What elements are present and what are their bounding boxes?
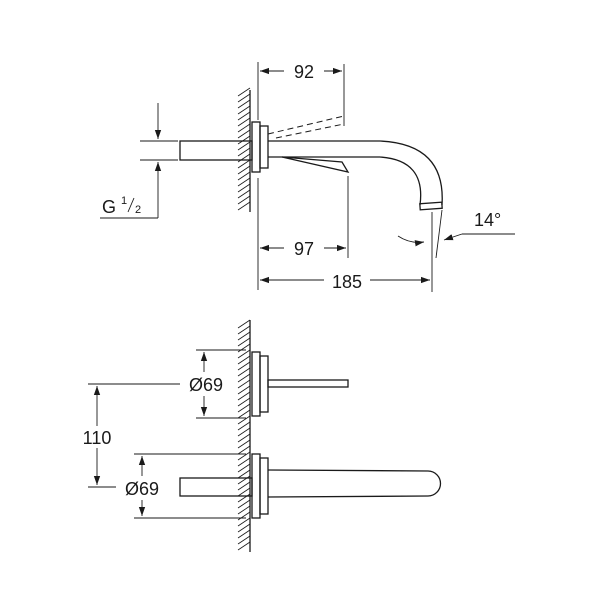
dimension-angle: 14°	[397, 209, 515, 259]
dimension-diameter-top: Ø69	[180, 349, 246, 419]
wall-hatch-line	[237, 117, 251, 127]
wall-hatch-line	[237, 463, 251, 473]
wall-hatch-line	[237, 457, 251, 467]
dim-diameter-bottom-label: Ø69	[125, 479, 159, 499]
rosette-side	[251, 121, 269, 173]
wall-hatch-line	[237, 397, 251, 407]
wall-hatch-line	[237, 409, 251, 419]
dim-diameter-top-label: Ø69	[189, 375, 223, 395]
wall-hatch-line	[237, 475, 251, 485]
rosette-spout	[179, 453, 442, 519]
wall-section-bottom	[237, 319, 251, 552]
wall-hatch-line	[237, 105, 251, 115]
wall-hatch-line	[237, 123, 251, 133]
spout-side	[268, 140, 443, 211]
wall-hatch-line	[237, 499, 251, 509]
thread-dimension: G 1 2	[100, 103, 178, 219]
thread-numerator: 1	[121, 195, 127, 207]
dim-97-label: 97	[294, 239, 314, 259]
wall-hatch-line	[237, 511, 251, 521]
wall-hatch-line	[237, 165, 251, 175]
wall-hatch-line	[237, 331, 251, 341]
wall-hatch-line	[237, 183, 251, 193]
wall-hatch-line	[237, 451, 251, 461]
wall-hatch-line	[237, 319, 251, 329]
wall-hatch-line	[237, 445, 251, 455]
wall-hatch-line	[237, 343, 251, 353]
dim-92-label: 92	[294, 62, 314, 82]
side-view: 92 G 1 2 97 185	[100, 60, 515, 292]
wall-hatch-line	[237, 93, 251, 103]
wall-hatch-line	[237, 153, 251, 163]
dimension-97: 97	[257, 176, 349, 290]
angle-label: 14°	[474, 210, 501, 230]
wall-hatch-line	[237, 439, 251, 449]
wall-hatch-line	[237, 99, 251, 109]
wall-hatch-line	[237, 493, 251, 503]
wall-hatch-line	[237, 487, 251, 497]
wall-hatch-line	[237, 505, 251, 515]
wall-hatch-line	[237, 171, 251, 181]
wall-hatch-line	[237, 135, 251, 145]
rosette-lever	[251, 351, 349, 417]
dimension-92: 92	[257, 60, 342, 120]
wall-hatch-line	[237, 177, 251, 187]
concealed-body	[179, 140, 253, 161]
thread-denominator: 2	[135, 204, 141, 216]
wall-section-top	[237, 87, 251, 212]
wall-hatch-line	[237, 517, 251, 527]
wall-hatch-line	[237, 87, 251, 97]
dim-185-label: 185	[332, 272, 362, 292]
wall-hatch-line	[237, 523, 251, 533]
dimension-diameter-bottom: Ø69	[116, 453, 246, 519]
front-view: Ø69 110 Ø69	[70, 319, 442, 552]
wall-hatch-line	[237, 189, 251, 199]
wall-hatch-line	[237, 469, 251, 479]
thread-label: G	[102, 197, 116, 217]
wall-hatch-line	[237, 361, 251, 371]
wall-hatch-line	[237, 159, 251, 169]
dim-110-label: 110	[83, 428, 112, 448]
wall-hatch-line	[237, 427, 251, 437]
dimension-110: 110	[70, 383, 180, 488]
wall-hatch-line	[237, 195, 251, 205]
wall-hatch-line	[237, 421, 251, 431]
wall-hatch-line	[237, 529, 251, 539]
wall-hatch-line	[237, 141, 251, 151]
wall-hatch-line	[237, 403, 251, 413]
dimension-185: 185	[260, 212, 433, 292]
wall-hatch-line	[237, 391, 251, 401]
wall-hatch-line	[237, 129, 251, 139]
wall-hatch-line	[237, 355, 251, 365]
wall-hatch-line	[237, 379, 251, 389]
wall-hatch-line	[237, 535, 251, 545]
wall-hatch-line	[237, 201, 251, 211]
wall-hatch-line	[237, 385, 251, 395]
wall-hatch-line	[237, 433, 251, 443]
wall-hatch-line	[237, 147, 251, 157]
wall-hatch-line	[237, 373, 251, 383]
spout-swing-outline	[267, 64, 345, 139]
wall-hatch-line	[237, 367, 251, 377]
wall-hatch-line	[237, 415, 251, 425]
wall-hatch-line	[237, 481, 251, 491]
wall-hatch-line	[237, 541, 251, 551]
wall-hatch-line	[237, 349, 251, 359]
wall-hatch-line	[237, 337, 251, 347]
wall-hatch-line	[237, 111, 251, 121]
wall-hatch-line	[237, 325, 251, 335]
